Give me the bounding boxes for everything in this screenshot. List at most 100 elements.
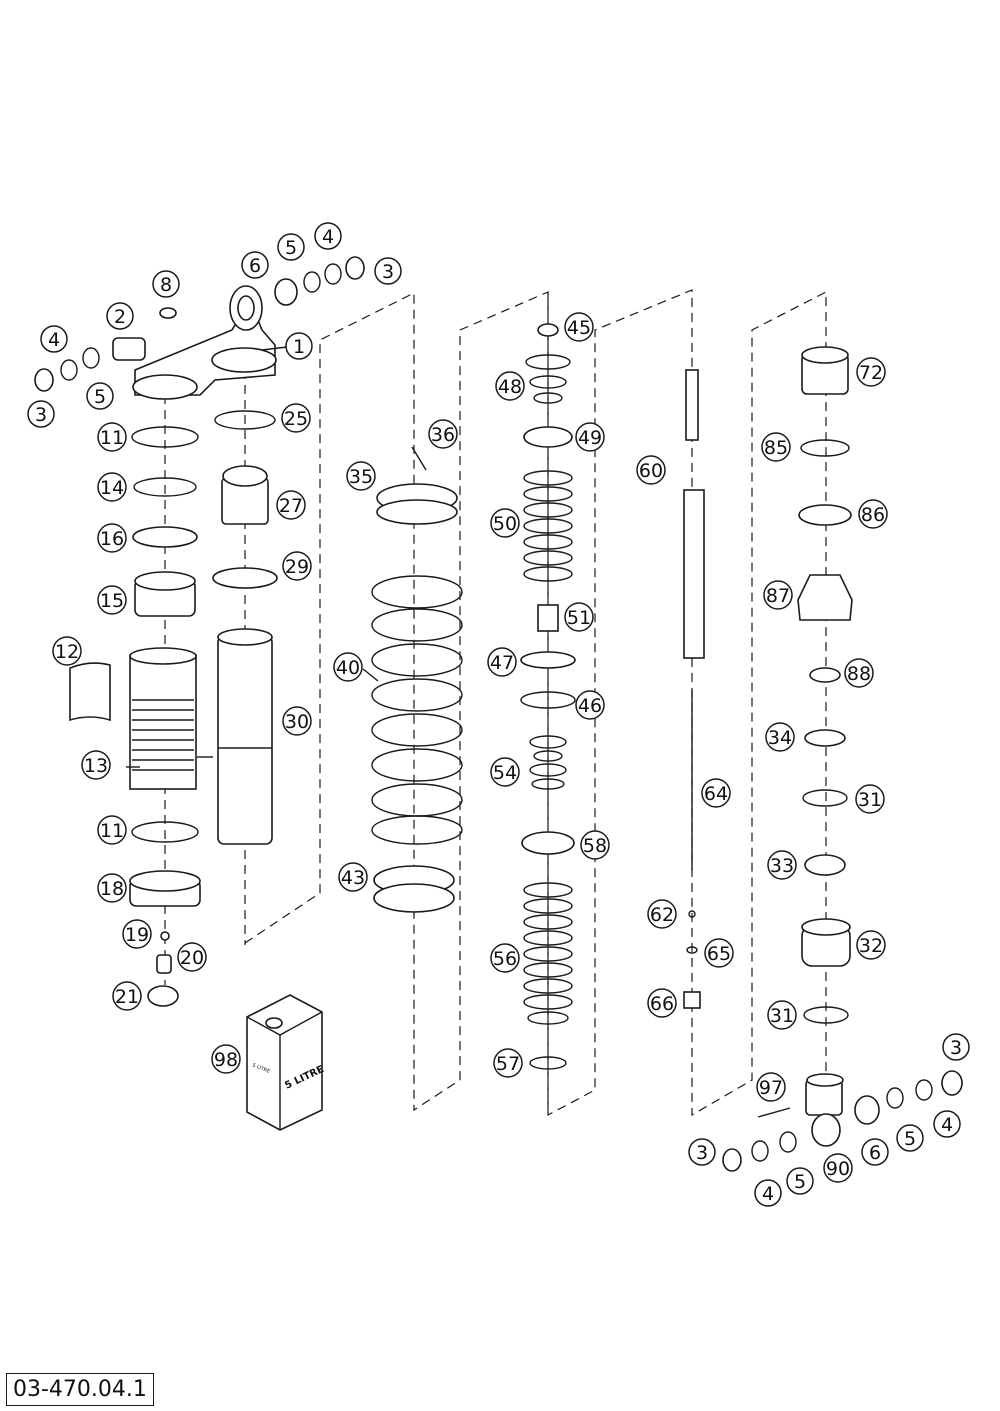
- svg-text:29: 29: [285, 556, 309, 578]
- svg-text:62: 62: [650, 904, 674, 926]
- callout-14: 14: [97, 472, 127, 502]
- callout-33: 33: [767, 850, 797, 880]
- svg-text:6: 6: [249, 255, 261, 277]
- callout-40: 40: [333, 652, 363, 682]
- callout-97: 97: [756, 1072, 786, 1102]
- callout-58: 58: [580, 830, 610, 860]
- callout-19: 19: [122, 919, 152, 949]
- callout-31: 31: [855, 784, 885, 814]
- callout-11: 11: [97, 815, 127, 845]
- svg-text:12: 12: [55, 641, 79, 663]
- svg-text:58: 58: [583, 835, 607, 857]
- svg-text:56: 56: [493, 948, 517, 970]
- svg-text:87: 87: [766, 585, 790, 607]
- svg-text:51: 51: [567, 607, 591, 629]
- callout-21: 21: [112, 981, 142, 1011]
- callout-50: 50: [490, 508, 520, 538]
- svg-text:5: 5: [794, 1171, 806, 1193]
- svg-text:66: 66: [650, 993, 674, 1015]
- callout-3: 3: [374, 257, 402, 285]
- callout-48: 48: [495, 371, 525, 401]
- svg-text:34: 34: [768, 727, 792, 749]
- svg-text:11: 11: [100, 427, 124, 449]
- svg-text:13: 13: [84, 755, 108, 777]
- adjuster-assembly: [722, 346, 963, 1172]
- callout-34: 34: [765, 722, 795, 752]
- callout-51: 51: [564, 602, 594, 632]
- callout-30: 30: [282, 706, 312, 736]
- svg-text:86: 86: [861, 504, 885, 526]
- svg-text:31: 31: [858, 789, 882, 811]
- svg-text:33: 33: [770, 855, 794, 877]
- callout-3: 3: [688, 1138, 716, 1166]
- callout-56: 56: [490, 943, 520, 973]
- svg-text:3: 3: [382, 261, 394, 283]
- callout-15: 15: [97, 585, 127, 615]
- callout-54: 54: [490, 757, 520, 787]
- upper-eye-bearing-parts: [34, 256, 365, 392]
- svg-text:43: 43: [341, 867, 365, 889]
- svg-text:14: 14: [100, 477, 124, 499]
- callout-12: 12: [52, 636, 82, 666]
- spring-assembly: [371, 446, 463, 913]
- callout-90: 90: [823, 1153, 853, 1183]
- svg-text:46: 46: [578, 695, 602, 717]
- callout-98: 98: [211, 1044, 241, 1074]
- svg-text:40: 40: [336, 657, 360, 679]
- callout-4: 4: [314, 222, 342, 250]
- svg-text:4: 4: [941, 1114, 953, 1136]
- drawing-reference-code: 03-470.04.1: [6, 1373, 154, 1406]
- callout-3: 3: [942, 1033, 970, 1061]
- svg-text:16: 16: [100, 528, 124, 550]
- callout-62: 62: [647, 899, 677, 929]
- callout-72: 72: [856, 357, 886, 387]
- callout-43: 43: [338, 862, 368, 892]
- svg-text:21: 21: [115, 986, 139, 1008]
- svg-text:31: 31: [770, 1005, 794, 1027]
- callout-4: 4: [754, 1179, 782, 1207]
- svg-text:1: 1: [293, 336, 305, 358]
- callout-5: 5: [277, 233, 305, 261]
- svg-text:3: 3: [696, 1142, 708, 1164]
- callout-20: 20: [177, 942, 207, 972]
- svg-text:47: 47: [490, 652, 514, 674]
- callout-32: 32: [856, 930, 886, 960]
- callout-11: 11: [97, 422, 127, 452]
- callout-3: 3: [27, 400, 55, 428]
- svg-text:50: 50: [493, 513, 517, 535]
- callout-45: 45: [564, 312, 594, 342]
- callout-4: 4: [40, 325, 68, 353]
- main-body-assembly: [212, 410, 278, 845]
- piston-rod-assembly: [683, 369, 705, 1009]
- callout-47: 47: [487, 647, 517, 677]
- svg-text:36: 36: [431, 424, 455, 446]
- callout-86: 86: [858, 499, 888, 529]
- svg-text:97: 97: [759, 1077, 783, 1099]
- callout-27: 27: [276, 490, 306, 520]
- svg-text:57: 57: [496, 1053, 520, 1075]
- svg-text:5: 5: [904, 1128, 916, 1150]
- svg-text:48: 48: [498, 376, 522, 398]
- svg-text:20: 20: [180, 947, 204, 969]
- svg-text:32: 32: [859, 935, 883, 957]
- svg-text:49: 49: [578, 427, 602, 449]
- callout-18: 18: [97, 873, 127, 903]
- callout-46: 46: [575, 690, 605, 720]
- svg-text:2: 2: [114, 306, 126, 328]
- callout-4: 4: [933, 1110, 961, 1138]
- svg-text:8: 8: [160, 274, 172, 296]
- svg-text:64: 64: [704, 783, 728, 805]
- svg-text:60: 60: [639, 460, 663, 482]
- svg-text:65: 65: [707, 943, 731, 965]
- svg-text:88: 88: [847, 663, 871, 685]
- svg-text:30: 30: [285, 711, 309, 733]
- svg-text:54: 54: [493, 762, 517, 784]
- svg-text:3: 3: [35, 404, 47, 426]
- reservoir-assembly: [69, 285, 277, 1007]
- callout-35: 35: [346, 461, 376, 491]
- leader-lines: [126, 346, 379, 768]
- callout-87: 87: [763, 580, 793, 610]
- callout-31: 31: [767, 1000, 797, 1030]
- callout-85: 85: [761, 432, 791, 462]
